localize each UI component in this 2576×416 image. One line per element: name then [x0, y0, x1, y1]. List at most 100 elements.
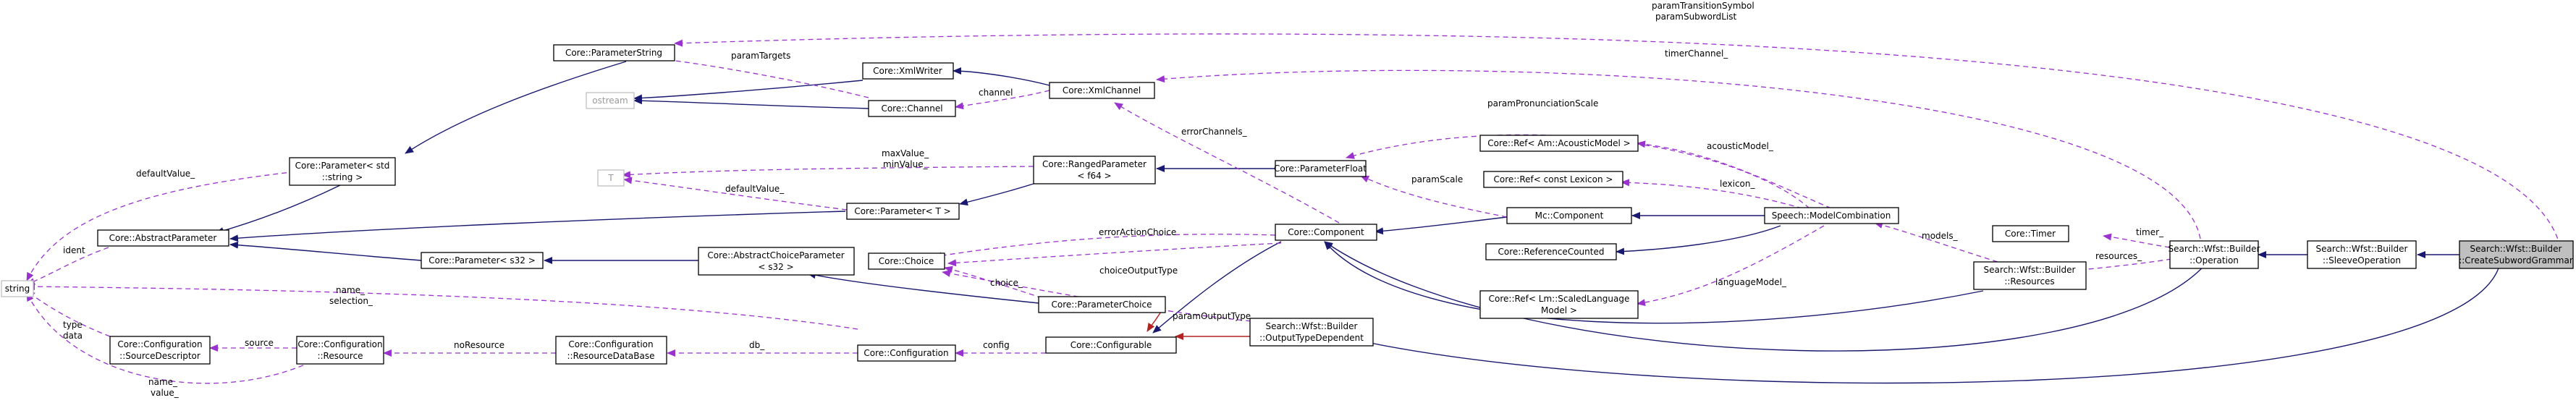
edge-languageModel: [1637, 225, 1825, 307]
node-T[interactable]: T: [597, 169, 625, 187]
node-label-line2: Model >: [1541, 305, 1577, 315]
node-label: Core::Choice: [879, 256, 934, 266]
label-name-selection-1: name_: [336, 285, 366, 295]
label-paramOutputType: paramOutputType: [1173, 311, 1251, 321]
node-ref-language-model[interactable]: Core::Ref< Lm::ScaledLanguage Model >: [1479, 290, 1639, 319]
node-parameter-std-string[interactable]: Core::Parameter< std ::string >: [289, 157, 396, 186]
node-parameter-choice[interactable]: Core::ParameterChoice: [1038, 296, 1166, 313]
label-timer: timer_: [2136, 227, 2164, 237]
node-label-line2: ::SleeveOperation: [2323, 255, 2401, 266]
node-choice[interactable]: Core::Choice: [868, 252, 945, 270]
node-output-type-dependent[interactable]: Search::Wfst::Builder ::OutputTypeDepend…: [1249, 318, 1374, 347]
node-abstract-parameter[interactable]: Core::AbstractParameter: [97, 229, 229, 247]
node-timer[interactable]: Core::Timer: [1992, 225, 2069, 242]
node-label: Core::AbstractParameter: [109, 233, 217, 243]
label-source: source: [245, 338, 274, 348]
node-parameter-T[interactable]: Core::Parameter< T >: [846, 203, 960, 220]
node-xml-channel[interactable]: Core::XmlChannel: [1049, 82, 1155, 99]
node-configurable[interactable]: Core::Configurable: [1045, 336, 1177, 354]
edge-paramTransitionSymbol: [674, 33, 2563, 265]
edge-errorChannels: [1114, 102, 1340, 224]
node-model-combination[interactable]: Speech::ModelCombination: [1764, 207, 1899, 224]
label-resources: resources_: [2095, 251, 2142, 261]
node-label-line1: Core::Configuration: [297, 339, 382, 349]
edge-labels: paramTransitionSymbol paramSubwordList t…: [63, 1, 2164, 398]
node-builder-sleeve-operation[interactable]: Search::Wfst::Builder ::SleeveOperation: [2307, 240, 2417, 269]
node-label: Core::Parameter< s32 >: [428, 255, 536, 266]
node-label: Core::Configuration: [863, 348, 948, 358]
label-ident: ident: [63, 245, 85, 255]
node-label-line2: ::string >: [322, 172, 363, 182]
node-label-line1: Search::Wfst::Builder: [2470, 244, 2562, 254]
edge-component-to-configurable: [1152, 241, 1282, 334]
edge-xmlwriter-to-ostream: [633, 80, 863, 102]
label-db: db_: [749, 340, 765, 350]
node-label-line1: Core::Configuration: [117, 339, 202, 349]
node-mc-component[interactable]: Mc::Component: [1506, 207, 1632, 224]
edge-resources-to-component: [1324, 241, 1984, 324]
edge-choice: [944, 266, 1043, 299]
node-label-line2: ::Resource: [317, 351, 363, 361]
node-xml-writer[interactable]: Core::XmlWriter: [862, 62, 954, 80]
node-label-line1: Core::RangedParameter: [1042, 159, 1146, 169]
edge-paramstdstring-to-abstractparam: [215, 184, 341, 234]
node-label-line2: < s32 >: [758, 262, 793, 272]
node-ostream[interactable]: ostream: [586, 92, 635, 109]
edge-resources: [2058, 258, 2172, 275]
node-label: Core::Component: [1288, 227, 1364, 237]
node-label-line1: Search::Wfst::Builder: [1984, 265, 2076, 275]
node-ranged-parameter[interactable]: Core::RangedParameter < f64 >: [1033, 156, 1156, 184]
label-errorActionChoice: errorActionChoice: [1099, 227, 1176, 237]
edge-lexicon: [1621, 179, 1803, 209]
node-string[interactable]: string: [1, 280, 34, 297]
label-paramSubwordList: paramSubwordList: [1655, 12, 1737, 22]
label-name-value-2: value_: [151, 388, 180, 398]
node-label: Speech::ModelCombination: [1772, 211, 1891, 221]
node-component[interactable]: Core::Component: [1275, 224, 1377, 241]
edge-defaultValue-string: [26, 170, 305, 281]
node-config-resource[interactable]: Core::Configuration ::Resource: [296, 336, 384, 365]
node-reference-counted[interactable]: Core::ReferenceCounted: [1485, 243, 1617, 260]
node-label-line1: Search::Wfst::Builder: [1266, 321, 1358, 331]
node-ref-acoustic-model[interactable]: Core::Ref< Am::AcousticModel >: [1479, 135, 1639, 152]
label-models: models_: [1922, 231, 1959, 241]
node-label: Core::Ref< Am::AcousticModel >: [1487, 138, 1630, 148]
node-label: Core::ParameterString: [565, 48, 662, 58]
label-paramTransitionSymbol: paramTransitionSymbol: [1652, 1, 1754, 11]
label-config: config: [983, 340, 1010, 350]
node-label: Mc::Component: [1535, 211, 1604, 221]
node-label-line1: Search::Wfst::Builder: [2169, 244, 2260, 254]
node-label-line1: Search::Wfst::Builder: [2316, 244, 2408, 254]
node-parameter-string[interactable]: Core::ParameterString: [553, 44, 675, 61]
label-defaultValue-2: defaultValue_: [725, 184, 785, 194]
edge-channel-to-ostream: [633, 97, 869, 109]
edge-rangedparam-to-paramT: [959, 183, 1034, 206]
node-builder-resources[interactable]: Search::Wfst::Builder ::Resources: [1973, 261, 2087, 290]
node-config-resource-database[interactable]: Core::Configuration ::ResourceDataBase: [555, 336, 667, 365]
node-label: string: [5, 284, 30, 294]
edge-timer: [2103, 233, 2171, 248]
label-defaultValue-1: defaultValue_: [136, 169, 195, 179]
edge-timerChannel: [1156, 69, 2201, 239]
node-builder-operation[interactable]: Search::Wfst::Builder ::Operation: [2169, 240, 2260, 269]
node-label-line2: ::Resources: [2004, 276, 2054, 286]
node-parameter-float[interactable]: Core::ParameterFloat: [1274, 160, 1367, 177]
label-noResource: noResource: [454, 340, 504, 350]
node-config-source-descriptor[interactable]: Core::Configuration ::SourceDescriptor: [109, 336, 211, 365]
node-label-line2: ::SourceDescriptor: [119, 351, 200, 361]
node-label-line2: < f64 >: [1077, 171, 1111, 181]
node-label: ostream: [592, 95, 628, 106]
edge-acousticModel: [1637, 140, 1832, 209]
node-parameter-s32[interactable]: Core::Parameter< s32 >: [421, 252, 544, 269]
label-name-selection-2: selection_: [329, 296, 373, 306]
node-ref-lexicon[interactable]: Core::Ref< const Lexicon >: [1483, 171, 1623, 188]
node-channel[interactable]: Core::Channel: [868, 100, 956, 117]
node-configuration[interactable]: Core::Configuration: [857, 344, 956, 362]
edge-paramchoice-to-abstractchoice: [807, 271, 1039, 304]
node-label-line1: Core::AbstractChoiceParameter: [707, 250, 844, 260]
edge-errorActionChoice: [933, 234, 1276, 260]
node-label: T: [607, 173, 614, 183]
node-create-subword-grammar[interactable]: Search::Wfst::Builder ::CreateSubwordGra…: [2459, 240, 2574, 269]
nodes: string ostream T Core::ParameterString C…: [1, 44, 2574, 365]
node-abstract-choice-parameter[interactable]: Core::AbstractChoiceParameter < s32 >: [698, 247, 855, 276]
